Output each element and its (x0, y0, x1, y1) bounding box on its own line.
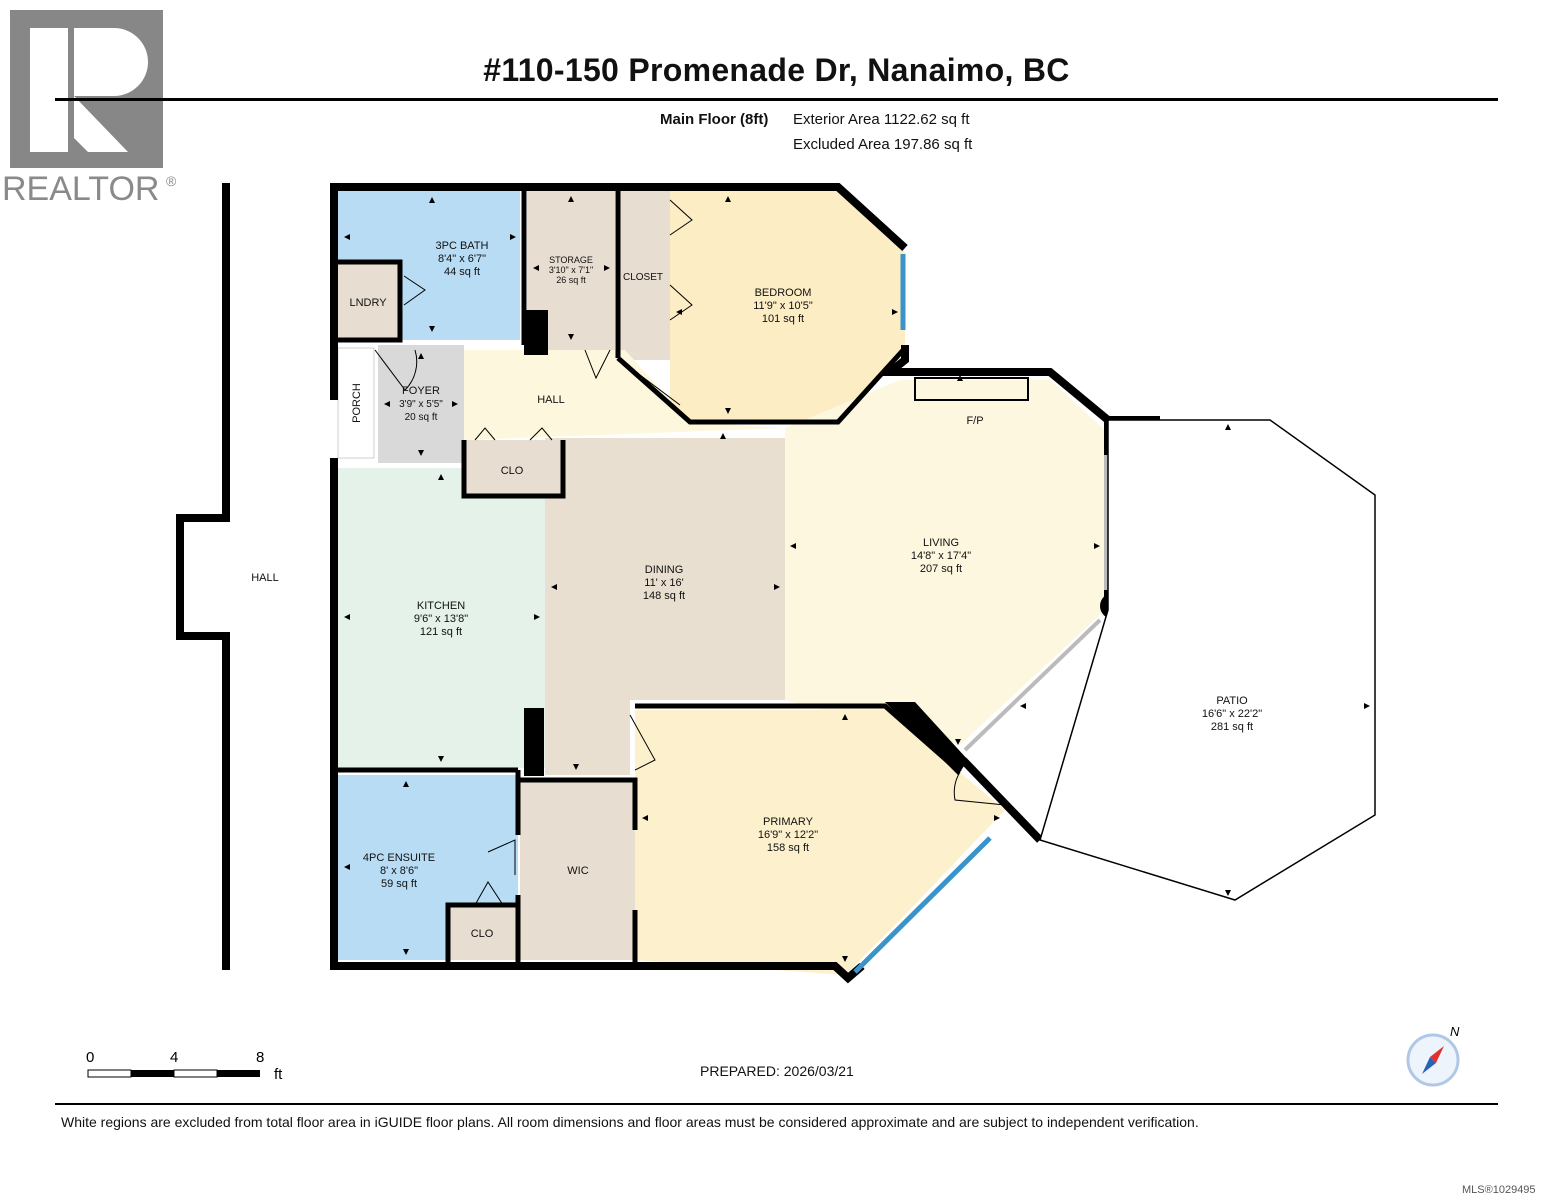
label-dining: DINING (645, 564, 684, 576)
label-clo-ensuite: CLO (471, 928, 494, 940)
label-living: LIVING (923, 537, 959, 549)
realtor-logo: REALTOR ® (2, 10, 177, 208)
room-primary (635, 710, 1005, 975)
label-foyer: FOYER (402, 385, 440, 397)
excluded-area: Excluded Area 197.86 sq ft (793, 136, 973, 153)
exterior-area: Exterior Area 1122.62 sq ft (793, 111, 970, 128)
dimension-arrows (344, 196, 1370, 962)
label-primary: PRIMARY (763, 816, 814, 828)
svg-text:®: ® (166, 173, 177, 189)
room-closet (620, 190, 670, 360)
dims-4pc-ensuite: 8' x 8'6" (380, 865, 418, 877)
mls-number: MLS®1029495 (1462, 1184, 1536, 1196)
scale-label-8: 8 (256, 1049, 264, 1066)
scale-label-0: 0 (86, 1049, 94, 1066)
window (853, 836, 992, 974)
room-living (785, 380, 1105, 745)
interior-walls (338, 187, 962, 966)
realtor-wordmark: REALTOR (2, 170, 159, 208)
room-dining (545, 438, 785, 700)
label-storage: STORAGE (549, 255, 593, 265)
area-living: 207 sq ft (920, 563, 962, 575)
room-dining-lower (545, 700, 630, 775)
window (963, 618, 1102, 752)
wall-column (524, 708, 544, 776)
title-divider (55, 98, 1498, 101)
area-storage: 26 sq ft (556, 275, 586, 285)
label-outer-hall: HALL (251, 572, 279, 584)
room-clo-ensuite (448, 905, 516, 960)
room-laundry (338, 262, 400, 340)
label-wic: WIC (567, 865, 588, 877)
page-title: #110-150 Promenade Dr, Nanaimo, BC (483, 52, 1070, 88)
dims-dining: 11' x 16' (644, 577, 683, 589)
area-bedroom: 101 sq ft (762, 313, 804, 325)
label-clo-entry: CLO (501, 465, 524, 477)
label-4pc-ensuite: 4PC ENSUITE (363, 852, 435, 864)
label-kitchen: KITCHEN (417, 600, 465, 612)
prepared-date: PREPARED: 2026/03/21 (700, 1063, 854, 1079)
dims-storage: 3'10" x 7'1" (549, 265, 593, 275)
room-clo-entry (466, 440, 561, 495)
room-wic (520, 780, 635, 960)
scale-label-4: 4 (170, 1049, 178, 1066)
room-kitchen (338, 468, 545, 768)
label-closet: CLOSET (623, 272, 663, 283)
label-3pc-bath: 3PC BATH (436, 240, 489, 252)
room-bedroom (670, 190, 905, 422)
area-kitchen: 121 sq ft (420, 626, 462, 638)
label-hall: HALL (537, 394, 565, 406)
outer-hall-wall (176, 183, 230, 970)
area-primary: 158 sq ft (767, 842, 809, 854)
room-foyer (378, 345, 464, 463)
area-3pc-bath: 44 sq ft (444, 266, 480, 278)
dims-living: 14'8" x 17'4" (911, 550, 971, 562)
area-patio: 281 sq ft (1211, 721, 1253, 733)
area-foyer: 20 sq ft (405, 412, 438, 423)
disclaimer-note: White regions are excluded from total fl… (61, 1114, 1199, 1130)
footer-divider (55, 1103, 1498, 1105)
compass-icon: N (1406, 1024, 1460, 1087)
wall-corner (885, 702, 968, 775)
scale-bar: 0 4 8 ft (86, 1049, 283, 1083)
dims-kitchen: 9'6" x 13'8" (414, 613, 468, 625)
dims-patio: 16'6" x 22'2" (1202, 708, 1262, 720)
scale-unit: ft (274, 1066, 283, 1083)
door-swings (374, 199, 1006, 906)
dims-3pc-bath: 8'4" x 6'7" (438, 253, 486, 265)
label-porch: PORCH (351, 383, 363, 423)
room-porch (337, 347, 375, 459)
area-dining: 148 sq ft (643, 590, 685, 602)
fireplace (914, 377, 1029, 401)
dims-primary: 16'9" x 12'2" (758, 829, 818, 841)
wall-column (524, 310, 548, 355)
label-bedroom: BEDROOM (755, 287, 812, 299)
floor-label: Main Floor (8ft) (660, 111, 769, 128)
dims-bedroom: 11'9" x 10'5" (753, 300, 813, 312)
dims-foyer: 3'9" x 5'5" (399, 399, 443, 410)
label-patio: PATIO (1216, 695, 1248, 707)
room-hall (464, 350, 785, 440)
label-fireplace: F/P (966, 415, 983, 427)
area-4pc-ensuite: 59 sq ft (381, 878, 417, 890)
patio-outline (1039, 419, 1376, 901)
label-laundry: LNDRY (349, 297, 387, 309)
compass-north-label: N (1450, 1024, 1460, 1039)
